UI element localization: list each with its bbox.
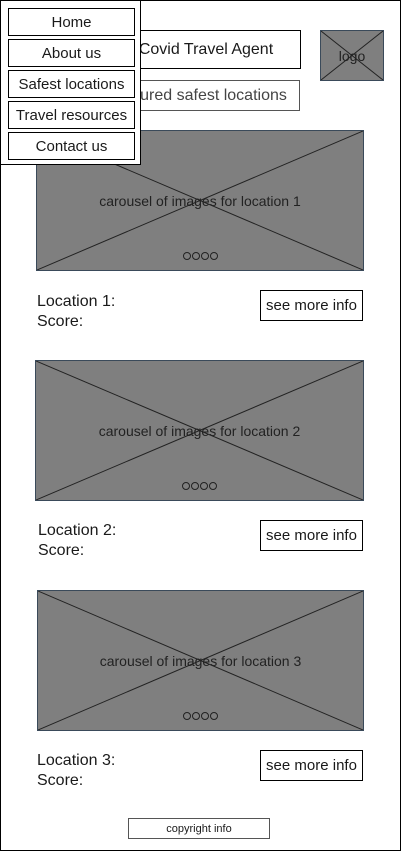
location-name: Location 2: — [38, 522, 117, 539]
menu-item-about-us[interactable]: About us — [8, 39, 135, 67]
location-1-info: Location 1: Score: — [37, 292, 115, 332]
image-placeholder-icon — [38, 591, 363, 730]
carousel-dot[interactable] — [192, 712, 200, 720]
carousel-location-3[interactable]: carousel of images for location 3 — [37, 590, 364, 731]
see-more-info-button-1[interactable]: see more info — [260, 290, 363, 321]
carousel-dot[interactable] — [182, 482, 190, 490]
location-score: Score: — [37, 313, 84, 330]
logo-placeholder: logo — [320, 30, 384, 81]
location-3-info: Location 3: Score: — [37, 751, 115, 791]
location-name: Location 3: — [37, 752, 116, 769]
site-title-text: Covid Travel Agent — [138, 40, 274, 58]
see-more-info-button-3[interactable]: see more info — [260, 750, 363, 781]
see-more-info-label: see more info — [266, 527, 357, 544]
carousel-dot[interactable] — [210, 712, 218, 720]
see-more-info-label: see more info — [266, 297, 357, 314]
copyright-text: copyright info — [166, 822, 232, 835]
location-score: Score: — [37, 772, 84, 789]
carousel-dot[interactable] — [200, 252, 209, 260]
carousel-dot[interactable] — [201, 712, 209, 720]
menu-item-label: About us — [41, 44, 102, 62]
carousel-dot[interactable] — [191, 252, 200, 260]
see-more-info-button-2[interactable]: see more info — [260, 520, 363, 551]
nav-menu: Home About us Safest locations Travel re… — [0, 0, 141, 165]
menu-item-label: Contact us — [35, 137, 108, 155]
carousel-caption: carousel of images for location 3 — [99, 652, 302, 669]
menu-item-contact-us[interactable]: Contact us — [8, 132, 135, 160]
location-name: Location 1: — [37, 293, 116, 310]
carousel-caption: carousel of images for location 2 — [98, 422, 301, 439]
carousel-dot[interactable] — [182, 252, 191, 260]
menu-item-safest-locations[interactable]: Safest locations — [8, 70, 135, 98]
carousel-dot[interactable] — [183, 712, 191, 720]
carousel-indicators[interactable] — [37, 252, 363, 260]
carousel-dot[interactable] — [209, 482, 217, 490]
menu-item-home[interactable]: Home — [8, 8, 135, 36]
menu-item-label: Travel resources — [15, 106, 128, 124]
logo-label: logo — [338, 47, 366, 64]
logo-cross-icon — [321, 31, 383, 80]
carousel-dot[interactable] — [191, 482, 199, 490]
menu-item-label: Home — [51, 13, 92, 31]
image-placeholder-icon — [36, 361, 363, 500]
location-score: Score: — [38, 542, 85, 559]
location-2-info: Location 2: Score: — [38, 521, 116, 561]
see-more-info-label: see more info — [266, 757, 357, 774]
menu-item-travel-resources[interactable]: Travel resources — [8, 101, 135, 129]
copyright-footer: copyright info — [128, 818, 270, 839]
featured-locations-label: Featured safest locations — [108, 86, 287, 104]
menu-item-label: Safest locations — [18, 75, 125, 93]
carousel-indicators[interactable] — [38, 712, 363, 720]
carousel-location-2[interactable]: carousel of images for location 2 — [35, 360, 364, 501]
carousel-caption: carousel of images for location 1 — [99, 192, 301, 209]
carousel-dot[interactable] — [200, 482, 208, 490]
carousel-dot[interactable] — [209, 252, 218, 260]
carousel-indicators[interactable] — [36, 482, 363, 490]
